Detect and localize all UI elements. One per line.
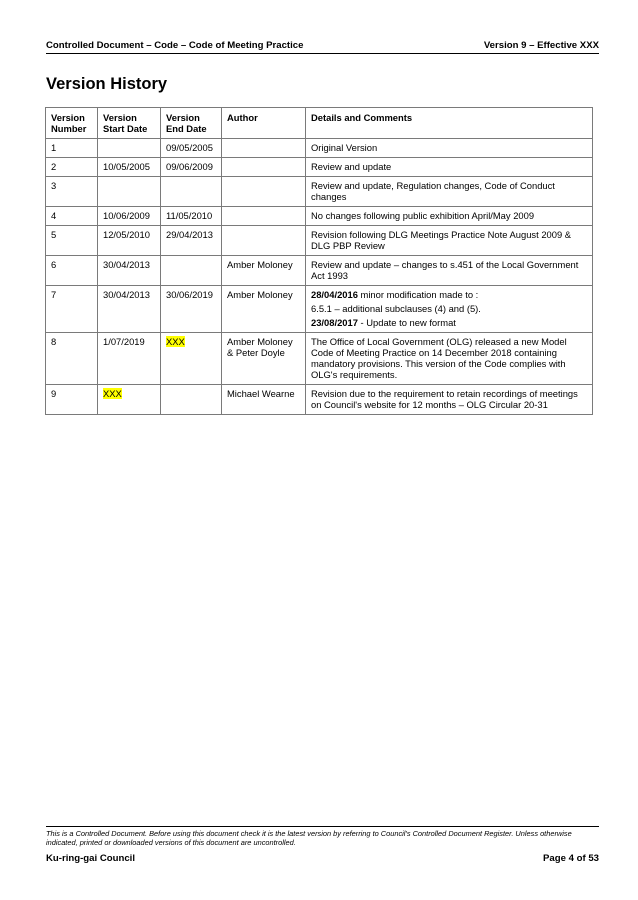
cell-details: Revision due to the requirement to retai…	[305, 384, 593, 415]
table-row: 5 12/05/2010 29/04/2013 Revision followi…	[45, 225, 593, 256]
cell-version: 2	[45, 157, 98, 177]
cell-end-date: XXX	[160, 332, 222, 385]
column-header-start-date: Version Start Date	[97, 107, 161, 139]
details-text: - Update to new format	[357, 317, 456, 328]
cell-start-date	[97, 138, 161, 158]
cell-version: 6	[45, 255, 98, 286]
footer-divider	[46, 826, 599, 827]
table-row: 7 30/04/2013 30/06/2019 Amber Moloney 28…	[45, 285, 593, 333]
cell-details: 28/04/2016 minor modification made to : …	[305, 285, 593, 333]
cell-version: 1	[45, 138, 98, 158]
cell-details: Original Version	[305, 138, 593, 158]
cell-start-date: 1/07/2019	[97, 332, 161, 385]
footer-organisation: Ku-ring-gai Council	[46, 853, 135, 864]
cell-start-date: 10/06/2009	[97, 206, 161, 226]
cell-version: 4	[45, 206, 98, 226]
cell-start-date: 10/05/2005	[97, 157, 161, 177]
cell-author	[221, 225, 306, 256]
table-row: 8 1/07/2019 XXX Amber Moloney & Peter Do…	[45, 332, 593, 385]
cell-version: 9	[45, 384, 98, 415]
details-date: 28/04/2016	[311, 289, 358, 300]
cell-details: Review and update, Regulation changes, C…	[305, 176, 593, 207]
header-version: Version 9 – Effective XXX	[483, 40, 599, 51]
table-row: 6 30/04/2013 Amber Moloney Review and up…	[45, 255, 593, 286]
cell-author	[221, 176, 306, 207]
version-history-table: Version Number Version Start Date Versio…	[45, 107, 593, 415]
cell-start-date: XXX	[97, 384, 161, 415]
cell-details: The Office of Local Government (OLG) rel…	[305, 332, 593, 385]
table-row: 4 10/06/2009 11/05/2010 No changes follo…	[45, 206, 593, 226]
details-paragraph: 28/04/2016 minor modification made to :	[311, 289, 587, 300]
table-row: 1 09/05/2005 Original Version	[45, 138, 593, 158]
controlled-document-disclaimer: This is a Controlled Document. Before us…	[46, 829, 572, 847]
details-text: 6.5.1 – additional subclauses (4) and (5…	[311, 303, 481, 314]
cell-start-date: 12/05/2010	[97, 225, 161, 256]
page-header: Controlled Document – Code – Code of Mee…	[46, 40, 599, 54]
column-header-author: Author	[221, 107, 306, 139]
cell-end-date	[160, 384, 222, 415]
cell-end-date: 30/06/2019	[160, 285, 222, 333]
cell-version: 8	[45, 332, 98, 385]
column-header-end-date: Version End Date	[160, 107, 222, 139]
column-header-details: Details and Comments	[305, 107, 593, 139]
page-footer: Ku-ring-gai Council Page 4 of 53	[46, 853, 599, 864]
cell-details: No changes following public exhibition A…	[305, 206, 593, 226]
header-document-title: Controlled Document – Code – Code of Mee…	[46, 40, 304, 51]
cell-end-date	[160, 176, 222, 207]
cell-author	[221, 157, 306, 177]
cell-author: Amber Moloney & Peter Doyle	[221, 332, 306, 385]
details-date: 23/08/2017	[311, 317, 358, 328]
cell-details: Review and update – changes to s.451 of …	[305, 255, 593, 286]
cell-start-date: 30/04/2013	[97, 255, 161, 286]
table-row: 2 10/05/2005 09/06/2009 Review and updat…	[45, 157, 593, 177]
cell-start-date: 30/04/2013	[97, 285, 161, 333]
cell-end-date	[160, 255, 222, 286]
highlighted-placeholder: XXX	[103, 388, 122, 399]
page-title: Version History	[46, 75, 168, 93]
column-header-version-number: Version Number	[45, 107, 98, 139]
cell-author: Amber Moloney	[221, 285, 306, 333]
cell-details: Review and update	[305, 157, 593, 177]
cell-version: 5	[45, 225, 98, 256]
cell-end-date: 11/05/2010	[160, 206, 222, 226]
cell-author	[221, 206, 306, 226]
table-header-row: Version Number Version Start Date Versio…	[45, 107, 593, 139]
cell-end-date: 29/04/2013	[160, 225, 222, 256]
page-number: Page 4 of 53	[543, 853, 599, 864]
cell-details: Revision following DLG Meetings Practice…	[305, 225, 593, 256]
cell-version: 7	[45, 285, 98, 333]
cell-version: 3	[45, 176, 98, 207]
cell-author	[221, 138, 306, 158]
details-paragraph: 6.5.1 – additional subclauses (4) and (5…	[311, 303, 587, 314]
cell-author: Amber Moloney	[221, 255, 306, 286]
cell-end-date: 09/06/2009	[160, 157, 222, 177]
cell-author: Michael Wearne	[221, 384, 306, 415]
cell-end-date: 09/05/2005	[160, 138, 222, 158]
highlighted-placeholder: XXX	[166, 336, 185, 347]
details-paragraph: 23/08/2017 - Update to new format	[311, 317, 587, 328]
table-row: 3 Review and update, Regulation changes,…	[45, 176, 593, 207]
cell-start-date	[97, 176, 161, 207]
table-row: 9 XXX Michael Wearne Revision due to the…	[45, 384, 593, 415]
details-text: minor modification made to :	[357, 289, 479, 300]
